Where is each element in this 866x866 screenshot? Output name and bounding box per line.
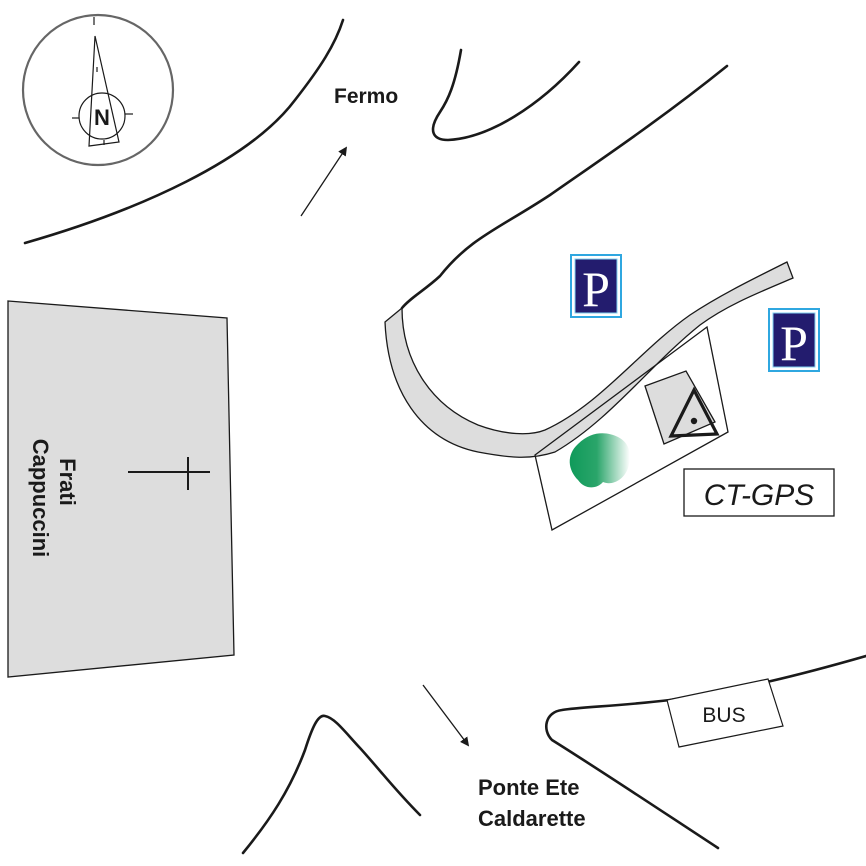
parking-letter: P [780, 315, 808, 371]
frati-label-line2: Cappuccini [28, 439, 53, 558]
station-label-box: CT-GPS [683, 468, 835, 517]
bus-stop: BUS [666, 678, 784, 748]
compass-rose-icon: N [21, 13, 175, 167]
station-label: CT-GPS [704, 479, 815, 512]
bus-stop-label: BUS [702, 704, 745, 727]
road-top-left [23, 18, 345, 245]
compass-ring [21, 13, 175, 167]
gps-benchmark-icon [668, 386, 720, 438]
place-label-fermo: Fermo [334, 85, 398, 108]
tree-icon [569, 433, 630, 488]
parking-sign-2: P [768, 308, 820, 372]
frati-label-line1: Frati [55, 458, 80, 506]
road-long-diagonal [400, 64, 729, 310]
parking-letter: P [582, 261, 610, 317]
road-bottom-peak [241, 714, 422, 855]
church-cross-icon [128, 457, 210, 490]
station-enclosure [534, 325, 729, 531]
station-building [644, 370, 716, 445]
place-label-ponte-ete: Ponte Ete [478, 775, 579, 800]
arrow-to-fermo-icon [300, 146, 348, 217]
road-top-middle [431, 48, 581, 142]
place-label-caldarette: Caldarette [478, 806, 586, 831]
parking-sign-1: P [570, 254, 622, 318]
road-bottom-right [544, 654, 866, 850]
compass-north-label: N [94, 105, 110, 130]
arrow-to-ponte-ete-icon [422, 684, 470, 747]
frati-cappuccini-area [7, 300, 235, 678]
access-road [384, 261, 794, 458]
